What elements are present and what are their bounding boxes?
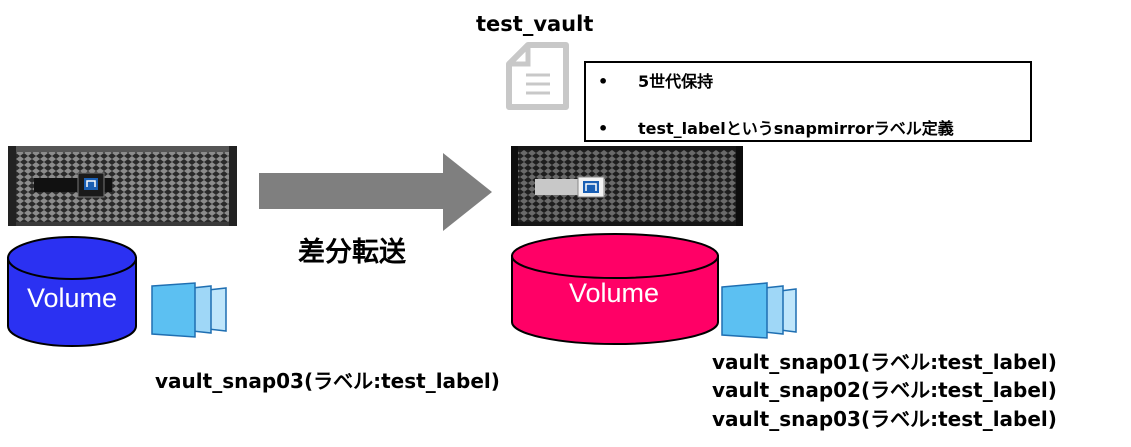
destination-snapshot-name-1: vault_snap01(ラベル:test_label) (712, 350, 1057, 374)
arrow-right-icon (259, 153, 492, 231)
policy-rules-box: •5世代保持 •test_labelというsnapmirrorラベル定義 (584, 61, 1032, 142)
destination-snapshot-name-3: vault_snap03(ラベル:test_label) (712, 407, 1057, 431)
source-snapshot-name: vault_snap03(ラベル:test_label) (155, 369, 500, 393)
destination-snapshot-name-2: vault_snap02(ラベル:test_label) (712, 378, 1057, 402)
destination-snapshot-stack-icon (721, 282, 797, 339)
source-volume-label: Volume (27, 283, 117, 313)
destination-volume-cylinder (511, 233, 719, 345)
destination-storage-array-icon (511, 146, 743, 226)
destination-volume-label: Volume (569, 278, 659, 308)
transfer-label: 差分転送 (298, 237, 406, 268)
document-icon (506, 42, 569, 110)
policy-rule-1: •5世代保持 (598, 72, 714, 91)
policy-name: test_vault (476, 12, 594, 36)
source-storage-array-icon (8, 146, 237, 226)
bullet-icon: • (598, 72, 609, 91)
bullet-icon: • (598, 119, 609, 138)
policy-rule-2: •test_labelというsnapmirrorラベル定義 (598, 119, 954, 138)
source-volume-cylinder (7, 236, 137, 347)
source-snapshot-stack-icon (151, 282, 227, 338)
